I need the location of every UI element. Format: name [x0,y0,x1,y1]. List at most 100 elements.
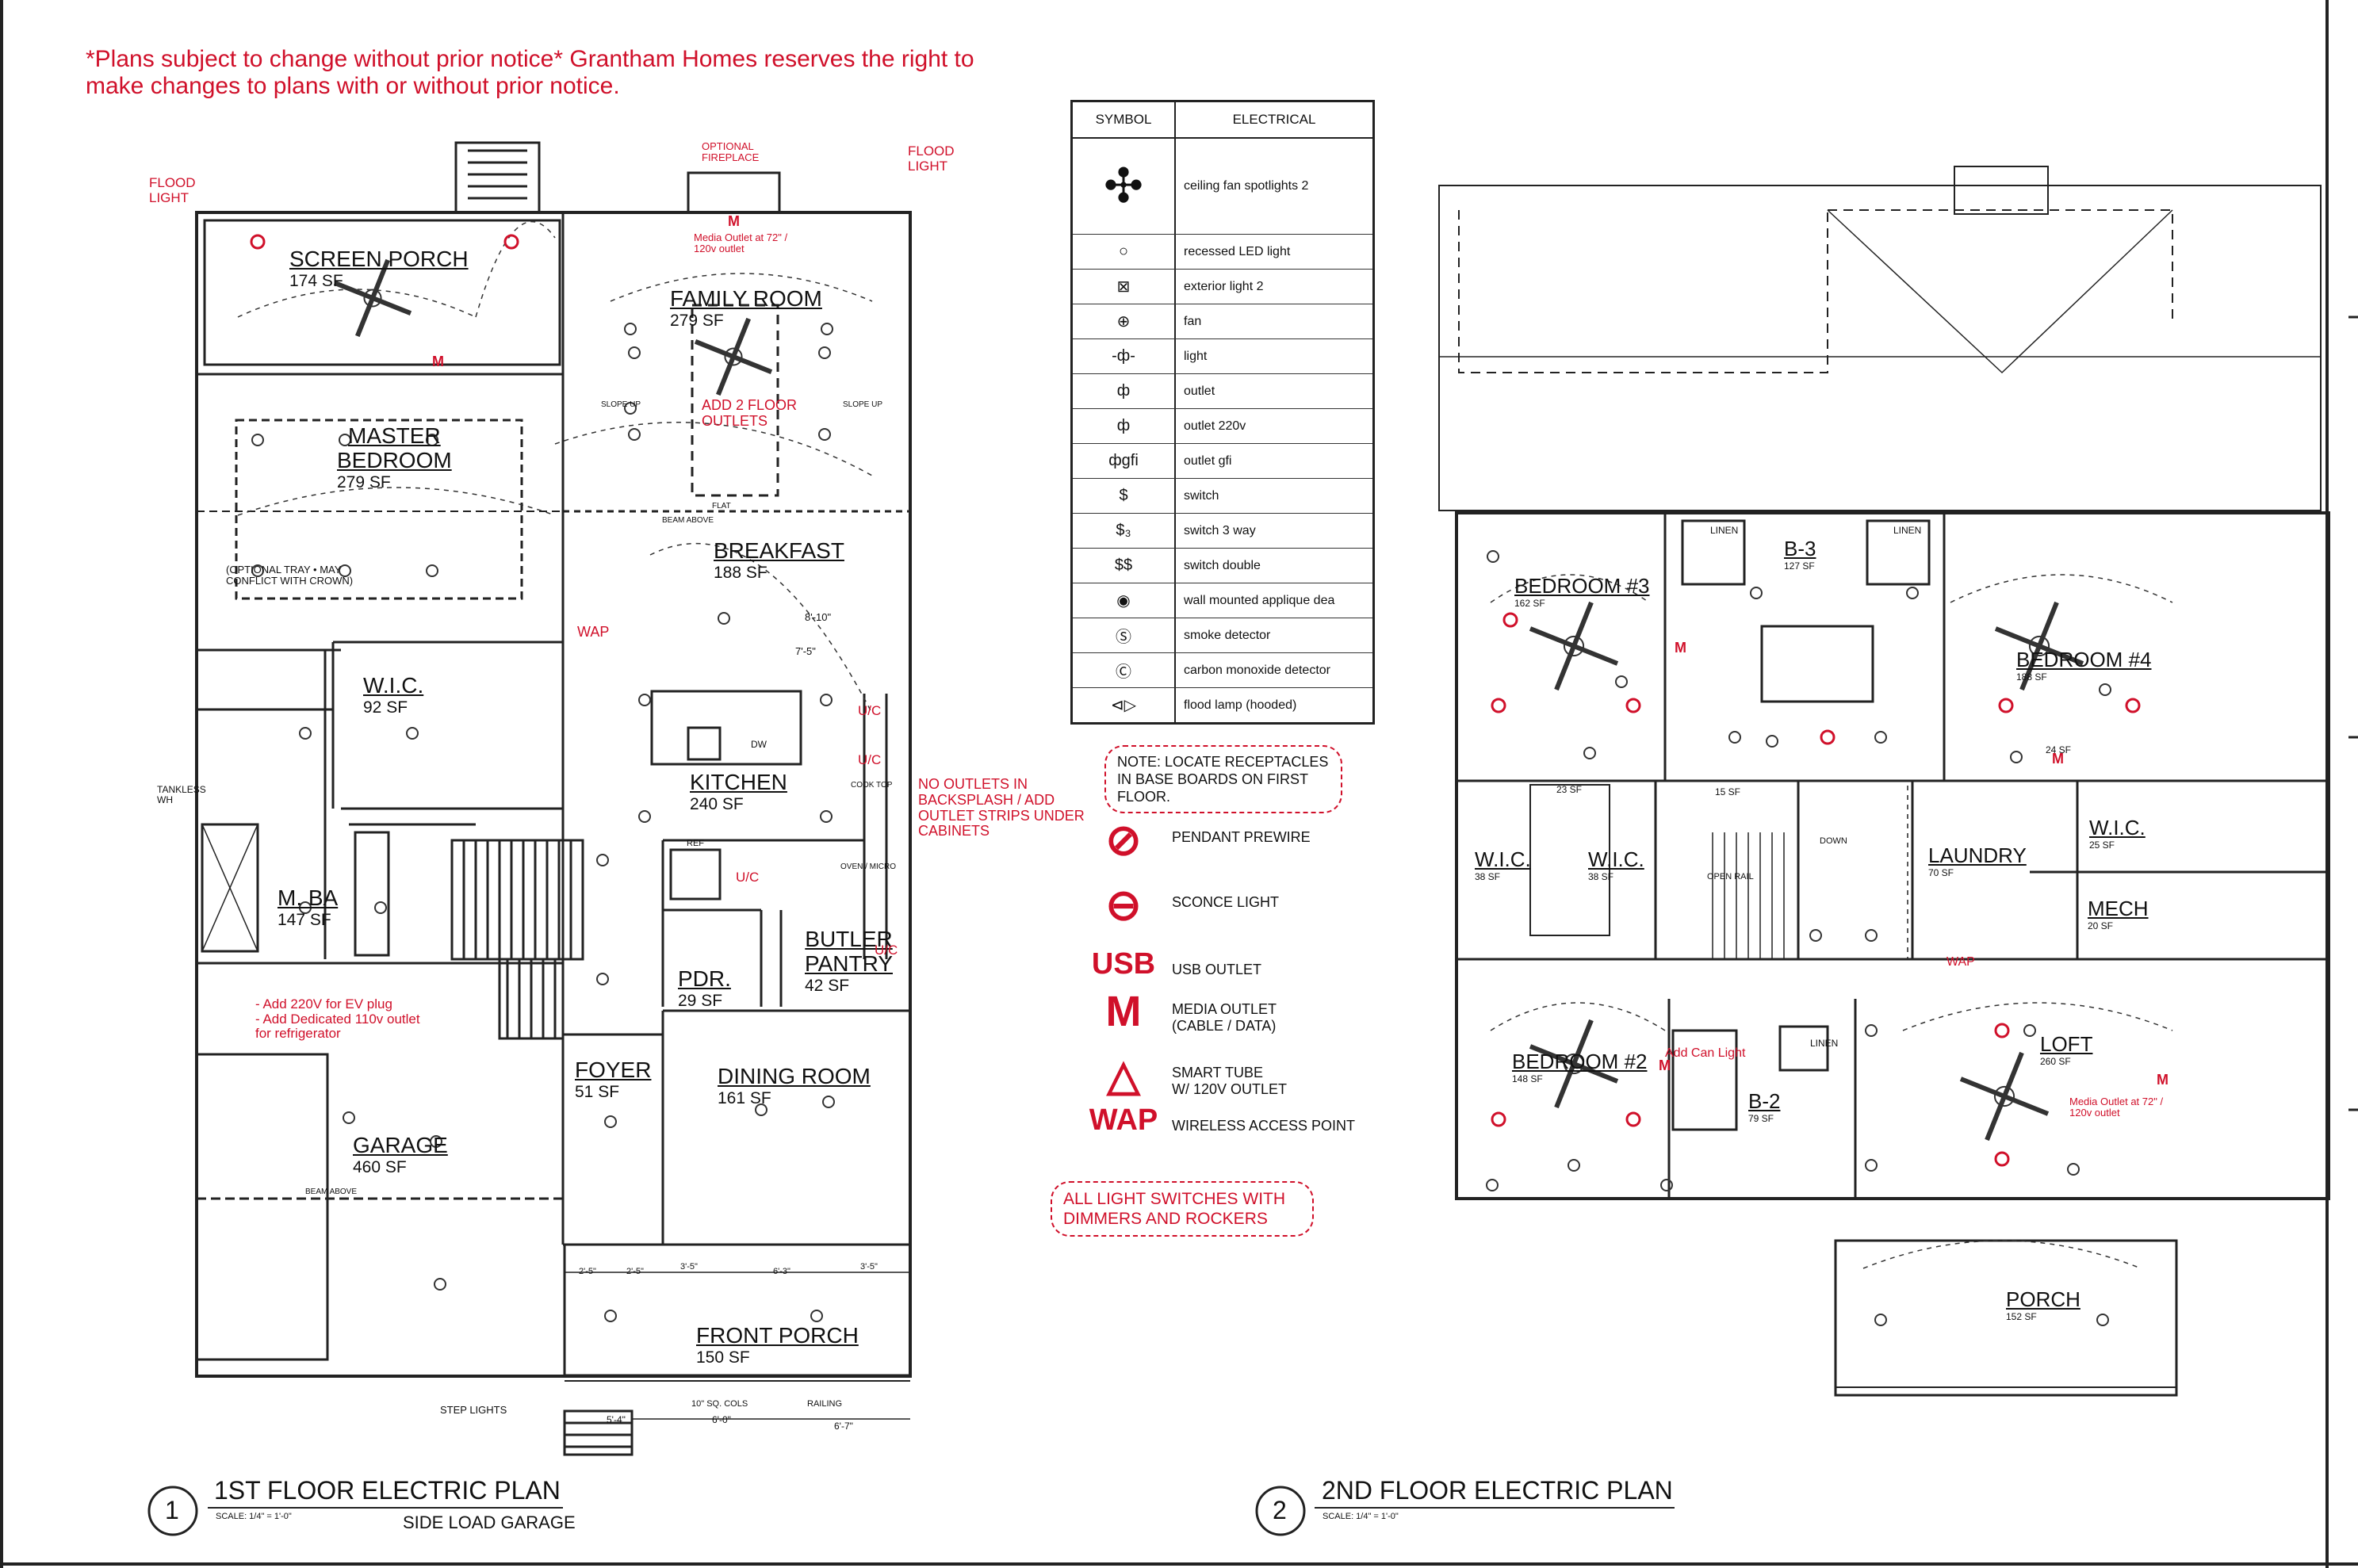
room-area: 279 SF [670,312,724,330]
recessed-light-icon [818,346,831,359]
media-outlet-icon: M [432,354,444,369]
media-outlet-icon: M [1105,988,1142,1035]
ceiling-fan-icon [1959,1051,2050,1142]
legend-row: ○recessed LED light [1073,235,1372,270]
room-name: BEDROOM #2 [1512,1050,1648,1073]
pendant-prewire-icon [1491,1111,1506,1127]
special-legend-label: USB OUTLET [1172,962,1262,977]
recessed-light-icon [1486,1179,1499,1191]
recessed-light-icon [374,901,387,914]
floor1-subtitle: SIDE LOAD GARAGE [403,1513,576,1532]
outlet-220v-icon: ф [1073,409,1176,443]
recessed-light-icon [426,434,438,446]
switch-leg-line [1862,1240,2142,1269]
note-area-24: 24 SF [2046,744,2072,755]
legend-label: switch 3 way [1184,523,1256,537]
note-slope-up-right: SLOPE UP [843,400,883,409]
room-name: W.I.C. [1588,847,1644,871]
note-dim-8-10: 8'-10" [805,611,832,623]
smart-tube-icon: △ [1107,1052,1140,1100]
recessed-light-icon [604,1115,617,1128]
switch-3way-icon: $₃ [1073,514,1176,548]
room-name: KITCHEN [690,770,787,794]
recessed-light-icon [1809,929,1822,942]
room-name: W.I.C. [2089,816,2146,839]
recessed-light-icon [1766,735,1778,748]
media-outlet-icon: M [1675,640,1686,656]
note-add-can: Add Can Light [1665,1046,1746,1060]
special-legend-label: SCONCE LIGHT [1172,894,1280,910]
recessed-light-icon [426,564,438,577]
note-dim-6-7: 6'-7" [834,1421,853,1432]
note-down: DOWN [1820,836,1847,846]
note-no-outlets: NO OUTLETS IN BACKSPLASH / ADD OUTLET ST… [918,776,1085,839]
recessed-light-icon [2023,1024,2036,1037]
co-detector-icon: Ⓒ [1073,653,1176,687]
switch-leg-line [237,487,556,516]
note-wap: WAP [577,624,610,640]
room-name: BEDROOM #3 [1514,574,1650,598]
room-name: PORCH [2006,1287,2080,1311]
note-step-lights: STEP LIGHTS [440,1404,507,1416]
room-area: 188 SF [714,564,767,582]
room-name: BUTLER PANTRY [805,927,893,976]
note-dim-3-5b: 3'-5" [860,1262,878,1272]
note-linen2: LINEN [1893,525,1922,536]
legend-row: $switch [1073,479,1372,514]
recessed-light-icon [820,810,833,823]
note-uc2: U/C [858,752,882,767]
room-area: 42 SF [805,977,850,995]
switch-leg-line [237,289,477,318]
recessed-light-icon [2067,1163,2080,1176]
recessed-light-icon [1874,1314,1887,1326]
room-name: LAUNDRY [1928,843,2027,867]
recessed-light-icon: ○ [1073,235,1176,269]
recessed-light-icon [251,564,264,577]
wap-icon: WAP [1089,1103,1158,1137]
media-outlet-icon: M [728,213,740,229]
recessed-light-icon [755,1103,767,1116]
note-tray: (OPTIONAL TRAY • MAY CONFLICT WITH CROWN… [226,564,354,587]
legend-label: carbon monoxide detector [1184,663,1330,677]
floor1-number: 1 [165,1496,179,1524]
legend-row: $₃ switch 3 way [1073,514,1372,549]
note-dim-5-4: 5'-4" [607,1414,626,1425]
pendant-prewire-icon [1994,1023,2010,1038]
legend-header-symbol: SYMBOL [1073,102,1176,137]
media-outlet-icon: M [2052,751,2064,767]
recessed-light-icon [624,402,637,415]
receptacle-note: NOTE: LOCATE RECEPTACLES IN BASE BOARDS … [1104,745,1342,813]
pendant-prewire-icon [1625,698,1641,713]
room-name: W.I.C. [1475,847,1531,871]
smoke-detector-icon: Ⓢ [1073,618,1176,652]
note-area-15: 15 SF [1715,786,1741,797]
recessed-light-icon [1728,731,1741,744]
media-outlet-icon: M [1659,1057,1671,1073]
ceiling-fan-icon [1994,601,2084,691]
note-cook-top: COOK TOP [851,781,893,790]
legend-row: $$switch double [1073,549,1372,583]
room-area: 260 SF [2040,1056,2071,1067]
recessed-light-icon [604,1310,617,1322]
room-area: 460 SF [353,1158,407,1176]
room-name: M. BA [278,885,339,910]
legend-row: ⊕fan [1073,304,1372,339]
recessed-light-icon [299,901,312,914]
legend-label: wall mounted applique dea [1184,593,1335,607]
recessed-light-icon [820,694,833,706]
legend-label: outlet gfi [1184,453,1232,468]
recessed-light-icon [339,564,351,577]
note-linen1: LINEN [1710,525,1739,536]
room-area: 240 SF [690,795,744,813]
note-garage-notes: - Add 220V for EV plug - Add Dedicated 1… [255,996,420,1042]
legend-row: ✣ceiling fan spotlights 2 [1073,139,1372,235]
recessed-light-icon [1865,1024,1878,1037]
ceiling-fan-icon [333,258,412,338]
room-name: SCREEN PORCH [289,247,469,271]
switch-leg-line [649,542,873,714]
note-dw: DW [751,739,767,750]
